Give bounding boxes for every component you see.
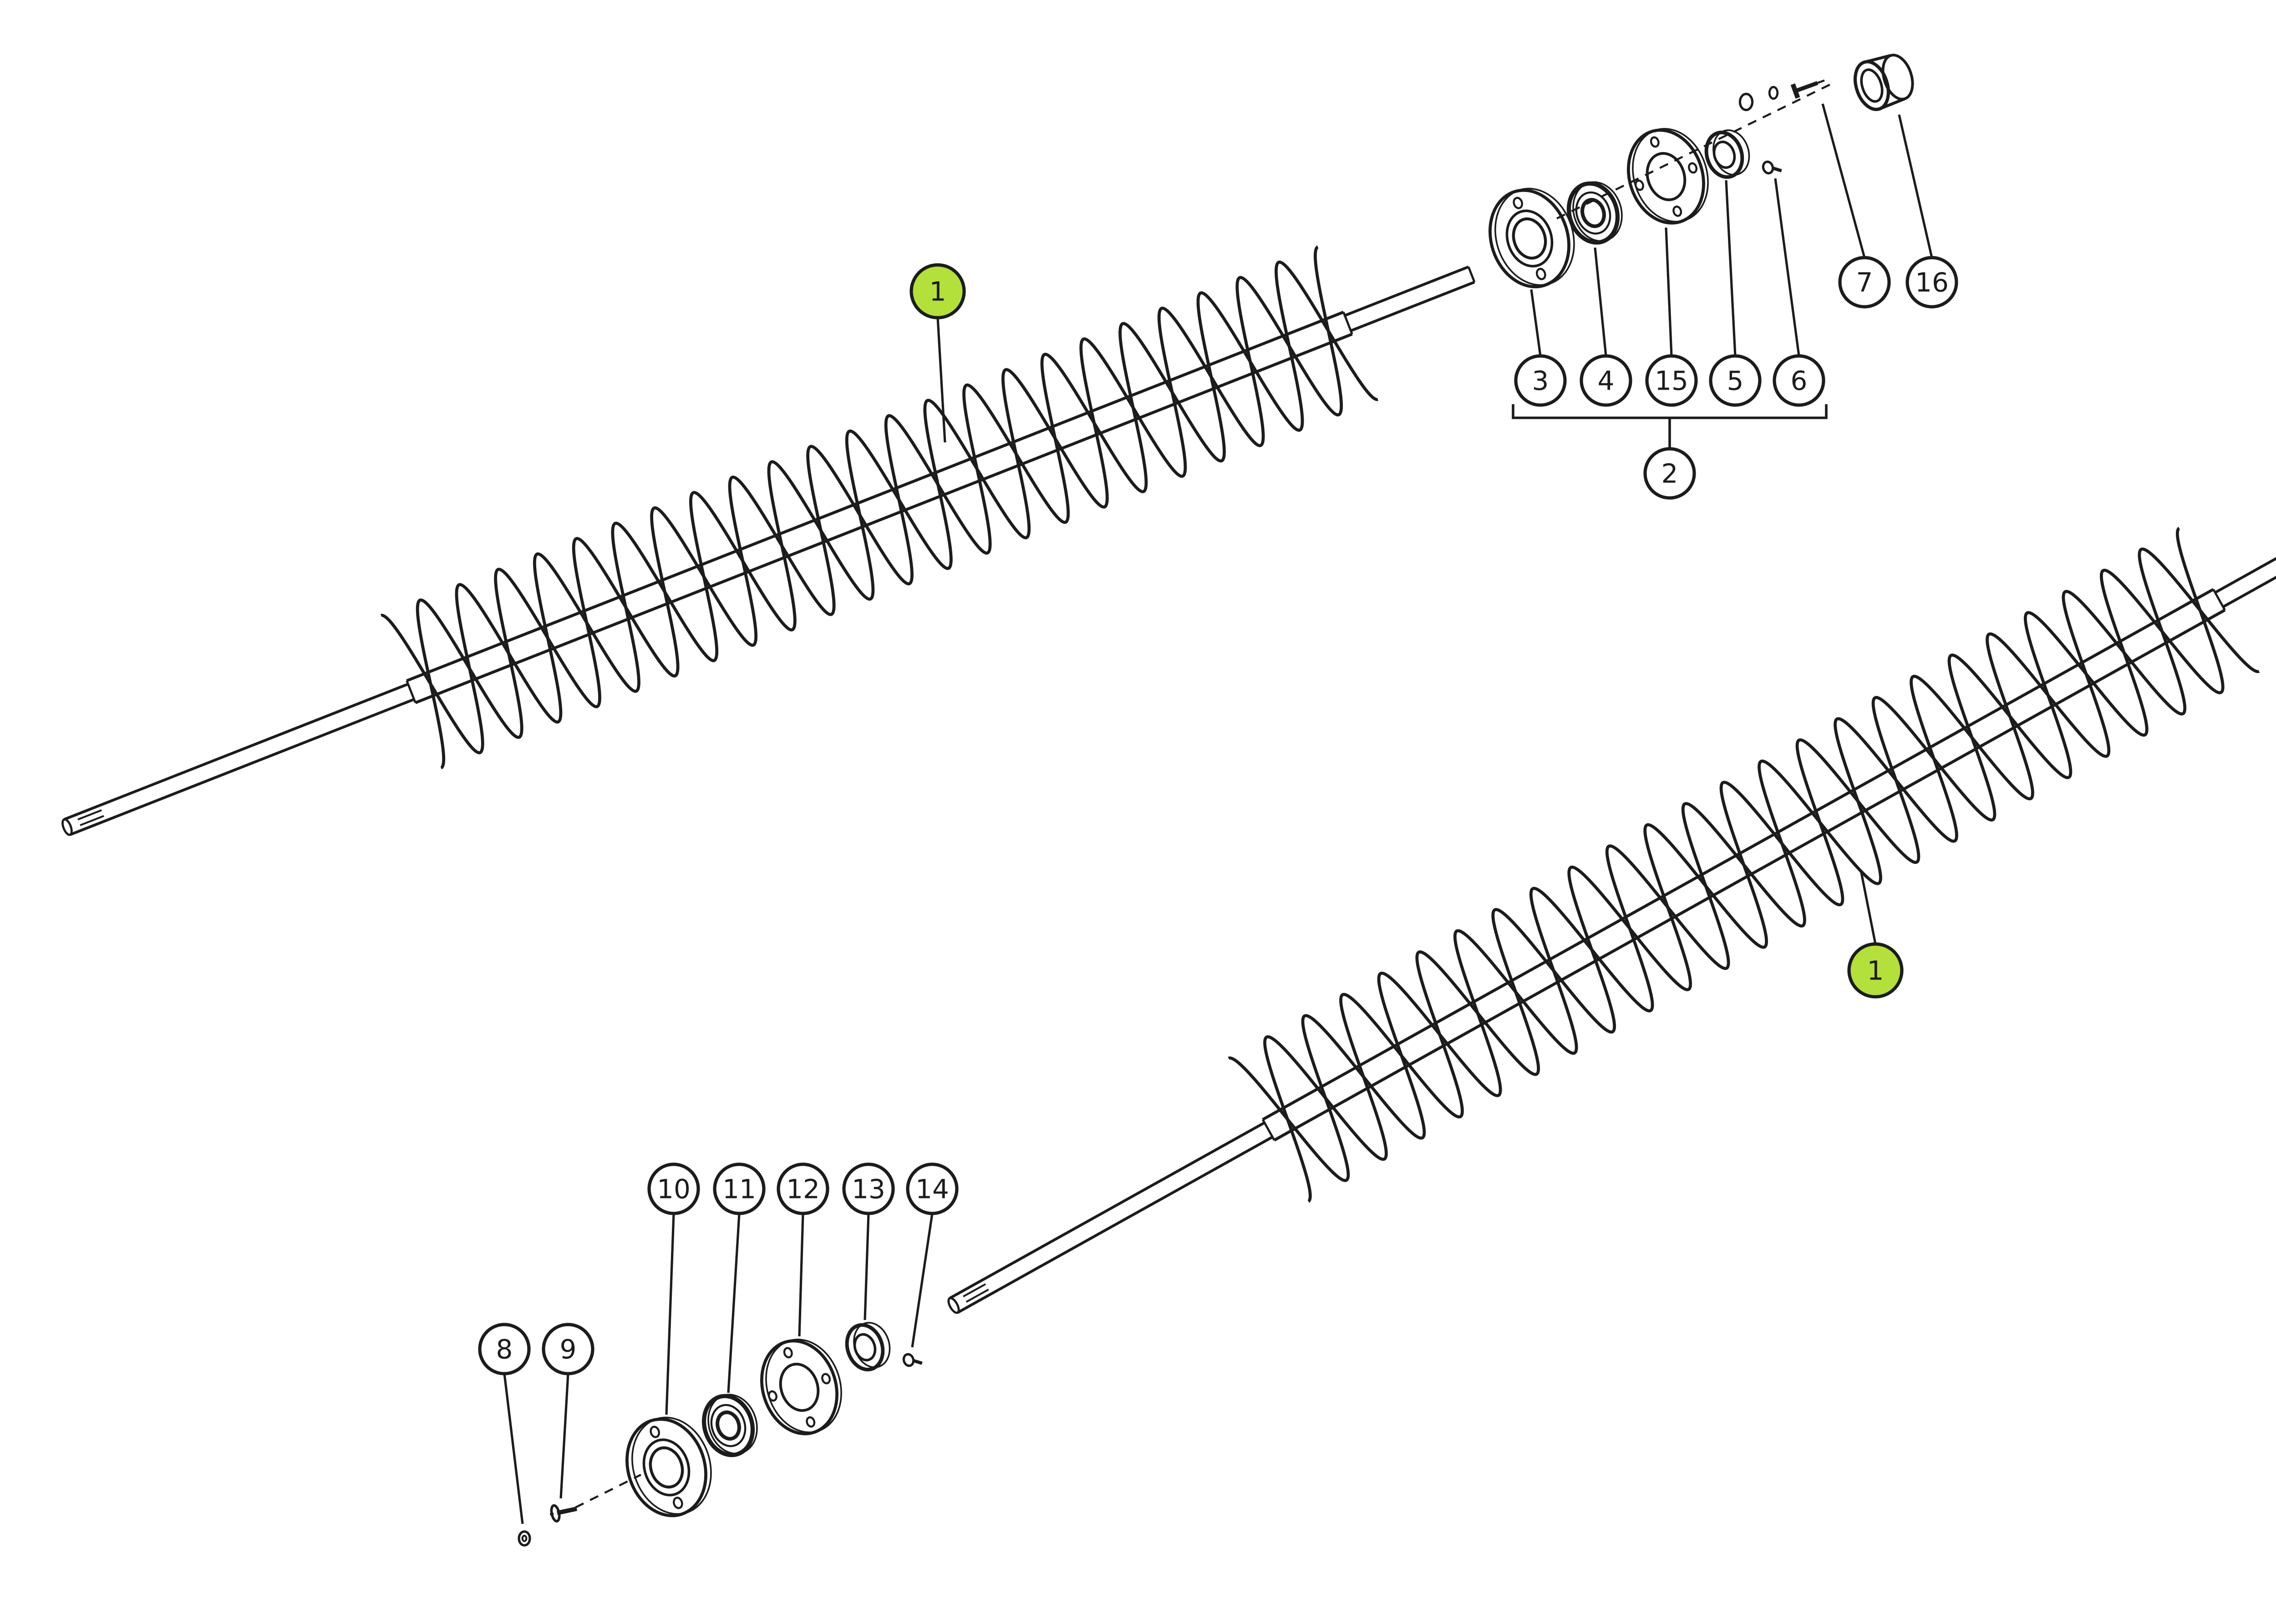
callout-bottom-12: 12	[777, 1162, 829, 1215]
balloon-label: 10	[657, 1173, 691, 1204]
leader-line	[1774, 178, 1800, 356]
balloon-circle	[842, 1162, 895, 1215]
callout-bottom-10: 10	[647, 1162, 700, 1215]
callout-top-7: 7	[1838, 256, 1891, 309]
leader-line	[1594, 247, 1607, 356]
auger-bottom-right	[947, 518, 2276, 1314]
part-flange-housing-3	[1489, 188, 1575, 289]
leader-line	[798, 1213, 804, 1337]
leader-line	[1859, 870, 1877, 944]
callout-balloons: 1 1 3 4 15 5 6 2	[478, 256, 1958, 1375]
callout-auger-bottom: 1	[1847, 942, 1904, 999]
balloon-circle	[1847, 942, 1904, 999]
callout-top-5: 5	[1709, 354, 1762, 407]
balloon-label: 7	[1856, 267, 1873, 298]
leader-line	[911, 1213, 934, 1348]
balloon-label: 15	[1655, 365, 1688, 396]
balloon-circle	[1643, 447, 1696, 500]
callout-top-group-2: 2	[1643, 447, 1696, 500]
part-flange-plate-12	[760, 1339, 842, 1436]
balloon-label: 1	[930, 276, 946, 307]
bearing-assembly-top-center	[1489, 54, 1914, 289]
balloon-label: 14	[915, 1173, 949, 1204]
callout-top-6: 6	[1773, 354, 1825, 407]
leader-line	[665, 1213, 675, 1415]
leader-line	[936, 317, 946, 443]
part-bearing-4	[1566, 181, 1623, 245]
leader-line	[1665, 227, 1673, 356]
part-lock-collar-5	[1704, 129, 1750, 179]
part-set-screw-6	[1762, 160, 1782, 175]
balloon-label: 5	[1727, 365, 1744, 396]
balloon-circle	[777, 1162, 829, 1215]
balloon-label: 13	[852, 1173, 885, 1204]
balloon-circle	[1709, 354, 1762, 407]
balloon-circle	[1514, 354, 1567, 407]
part-bushing-16	[1854, 54, 1914, 112]
part-pin-7	[1790, 79, 1825, 99]
auger-shafts	[61, 245, 2276, 1314]
part-flange-plate-15	[1627, 128, 1709, 225]
part-washer-8	[518, 1530, 531, 1547]
part-bearing-11	[701, 1394, 758, 1457]
balloon-circle	[1645, 354, 1698, 407]
part-clip	[1738, 92, 1754, 112]
callout-bottom-13: 13	[842, 1162, 895, 1215]
part-flange-housing-10	[625, 1416, 712, 1517]
callout-bottom-8: 8	[478, 1323, 531, 1375]
balloon-circle	[1580, 354, 1632, 407]
balloon-label: 2	[1661, 458, 1678, 489]
part-bolt-9	[549, 1504, 578, 1522]
leader-line	[1898, 114, 1933, 258]
callout-auger-top: 1	[909, 263, 966, 320]
callout-top-3: 3	[1514, 354, 1567, 407]
group-bracket	[1512, 404, 1828, 449]
part-pin-14	[902, 1353, 923, 1367]
balloon-circle	[1905, 256, 1958, 309]
balloon-circle	[478, 1323, 531, 1375]
callout-top-15: 15	[1645, 354, 1698, 407]
part-lock-collar-13	[845, 1322, 891, 1371]
balloon-circle	[713, 1162, 766, 1215]
balloon-label: 9	[560, 1334, 577, 1365]
balloon-circle	[906, 1162, 959, 1215]
leader-line	[1725, 180, 1737, 356]
auger-top-left	[61, 245, 1476, 836]
leader-line	[503, 1373, 524, 1524]
leader-line	[1821, 103, 1866, 258]
balloon-label: 1	[1867, 955, 1884, 986]
balloon-label: 16	[1915, 267, 1949, 298]
balloon-circle	[542, 1323, 594, 1375]
balloon-label: 8	[496, 1334, 513, 1365]
balloon-label: 6	[1791, 365, 1808, 396]
balloon-circle	[1838, 256, 1891, 309]
leader-line	[1530, 289, 1542, 356]
leader-line	[727, 1213, 741, 1393]
balloon-label: 3	[1532, 365, 1549, 396]
leader-lines	[503, 103, 1933, 1524]
callout-top-4: 4	[1580, 354, 1632, 407]
bearing-assembly-bottom-left	[518, 1322, 923, 1547]
balloon-circle	[647, 1162, 700, 1215]
balloon-label: 12	[786, 1173, 820, 1204]
balloon-label: 11	[722, 1173, 756, 1204]
callout-bottom-11: 11	[713, 1162, 766, 1215]
callout-bottom-9: 9	[542, 1323, 594, 1375]
balloon-circle	[1773, 354, 1825, 407]
callout-top-16: 16	[1905, 256, 1958, 309]
part-washer	[1768, 86, 1779, 100]
balloon-label: 4	[1598, 365, 1615, 396]
callout-bottom-14: 14	[906, 1162, 959, 1215]
leader-line	[559, 1373, 569, 1499]
leader-line	[864, 1213, 870, 1320]
balloon-circle	[909, 263, 966, 320]
